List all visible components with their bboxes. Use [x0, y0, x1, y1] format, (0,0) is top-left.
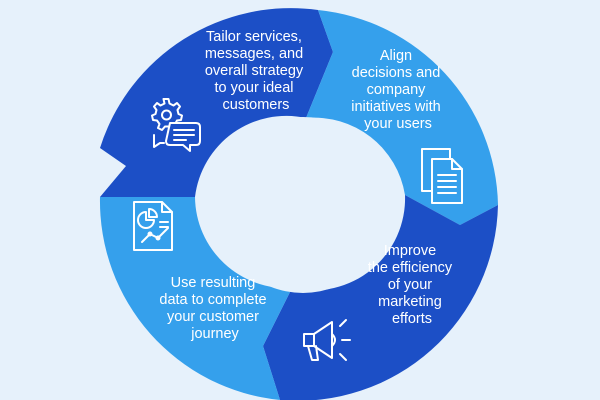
segment-use-data-text: Use resulting data to complete your cust… — [159, 275, 270, 342]
documents-icon — [421, 148, 463, 204]
segment-tailor-text: Tailor services, messages, and overall s… — [205, 29, 307, 113]
segment-align-text: Align decisions and company initiatives … — [351, 48, 444, 132]
megaphone-icon — [303, 319, 351, 361]
report-chart-icon — [133, 201, 173, 251]
center-hole — [215, 117, 391, 293]
segment-improve — [263, 195, 498, 400]
segment-use-data — [99, 197, 293, 400]
segment-improve-text: Improve the efficiency of your marketing… — [368, 243, 456, 327]
segment-tailor — [100, 8, 333, 198]
gear-chat-icon — [151, 98, 201, 152]
